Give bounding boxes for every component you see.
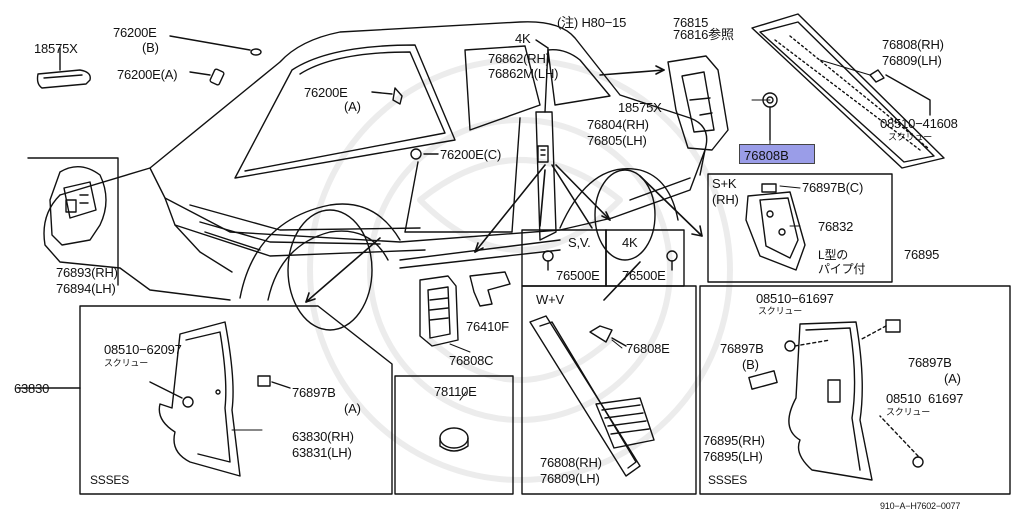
car-body-illustration [43, 21, 708, 331]
label-08510-62097[interactable]: 08510−62097 [104, 342, 182, 357]
label-08510-61697-bot[interactable]: 08510 61697 [886, 391, 964, 406]
label-76200e-b[interactable]: 76200E [113, 25, 157, 40]
label-76808e[interactable]: 76808E [626, 341, 670, 356]
clip-76200e-mid [371, 87, 403, 105]
label-76862mlh[interactable]: 76862M(LH) [488, 66, 559, 81]
label-76200e-mid[interactable]: 76200E [304, 85, 348, 100]
label-note-h80: (注) H80−15 [557, 15, 627, 30]
clip-76200e-b [169, 35, 262, 56]
label-76897b-c[interactable]: 76897B(C) [802, 180, 864, 195]
label-08510-61697-top[interactable]: 08510−61697 [756, 291, 834, 306]
garnish-76808c [419, 275, 459, 347]
box-mudflap-left [79, 305, 393, 495]
label-76897b-a-right[interactable]: 76897B [908, 355, 952, 370]
label-76809lh-top[interactable]: 76809(LH) [882, 53, 942, 68]
label-63831lh[interactable]: 63831(LH) [292, 445, 352, 460]
clip-76200e-a [189, 68, 225, 86]
label-76895[interactable]: 76895 [904, 247, 940, 262]
leader-lines [17, 65, 703, 389]
highlighted-part-76808b[interactable]: 76808B [739, 144, 815, 164]
molding-76808-top [751, 13, 945, 169]
box-sk-76832 [707, 173, 893, 283]
label-76500e-2[interactable]: 76500E [622, 268, 666, 283]
label-76862rh[interactable]: 76862(RH) [488, 51, 550, 66]
label-76895lh[interactable]: 76895(LH) [703, 449, 763, 464]
label-76809lh-bot[interactable]: 76809(LH) [540, 471, 600, 486]
label-76816-ref[interactable]: 76816参照 [673, 27, 734, 42]
bracket-76410f [469, 271, 511, 307]
label-63830[interactable]: 63830 [14, 381, 50, 396]
label-screw-a: スクリュー [888, 132, 933, 142]
part-18575x-lamp [36, 47, 91, 89]
label-4k-box: 4K [622, 235, 638, 250]
label-76894lh[interactable]: 76894(LH) [56, 281, 116, 296]
label-screw-c: スクリュー [758, 306, 803, 316]
label-76893rh[interactable]: 76893(RH) [56, 265, 118, 280]
label-sv: S,V. [568, 235, 591, 250]
label-screw-b: スクリュー [104, 358, 149, 368]
box-wv-76808 [521, 285, 697, 495]
label-76897b-b-sub: (B) [742, 357, 759, 372]
label-76897b-b[interactable]: 76897B [720, 341, 764, 356]
label-76808rh-bot[interactable]: 76808(RH) [540, 455, 602, 470]
label-76832[interactable]: 76832 [818, 219, 854, 234]
label-76808rh-top[interactable]: 76808(RH) [882, 37, 944, 52]
highlighted-part-label[interactable]: 76808B [744, 148, 789, 163]
label-63830rh[interactable]: 63830(RH) [292, 429, 354, 444]
label-76500e-1[interactable]: 76500E [556, 268, 600, 283]
label-76200e-c[interactable]: 76200E(C) [440, 147, 502, 162]
label-76200e-a-top[interactable]: 76200E(A) [117, 67, 178, 82]
label-76805lh[interactable]: 76805(LH) [587, 133, 647, 148]
inset-76893-panel [27, 157, 119, 286]
label-76897b-a-right-sub: (A) [944, 371, 961, 386]
clip-76200e-c [410, 148, 439, 160]
label-76200e-mid-sub: (A) [344, 99, 361, 114]
box-78110e [394, 375, 514, 495]
label-76410f[interactable]: 76410F [466, 319, 509, 334]
label-76200e-b-sub: (B) [142, 40, 159, 55]
label-sk: S+K [712, 176, 737, 191]
label-l-pipe-2: パイプ付 [818, 262, 866, 276]
label-76897b-a-left-sub: (A) [344, 401, 361, 416]
center-pillar-garnish [535, 39, 557, 241]
label-l-pipe-1: L型の [818, 248, 849, 262]
label-78110e[interactable]: 78110E [434, 384, 477, 399]
label-08510-41608[interactable]: 08510−41608 [880, 116, 958, 131]
label-18575x-top[interactable]: 18575X [34, 41, 78, 56]
label-18575x-mid[interactable]: 18575X [618, 100, 662, 115]
label-76895rh[interactable]: 76895(RH) [703, 433, 765, 448]
label-76804rh[interactable]: 76804(RH) [587, 117, 649, 132]
rear-guard-76804 [667, 55, 729, 151]
label-ssses-right: SSSES [708, 473, 748, 487]
label-wv: W+V [536, 292, 564, 307]
footer-code: 910−A−H7602−0077 [880, 501, 961, 511]
label-ssses-left: SSSES [90, 473, 130, 487]
label-rh: (RH) [712, 192, 739, 207]
label-screw-d: スクリュー [886, 407, 931, 417]
label-76897b-a-left[interactable]: 76897B [292, 385, 336, 400]
box-mudflap-right [699, 285, 1011, 495]
label-76815[interactable]: 76815 [673, 15, 709, 30]
label-4k-top: 4K [515, 31, 531, 46]
label-leaders [231, 59, 871, 431]
label-76808c[interactable]: 76808C [449, 353, 494, 368]
